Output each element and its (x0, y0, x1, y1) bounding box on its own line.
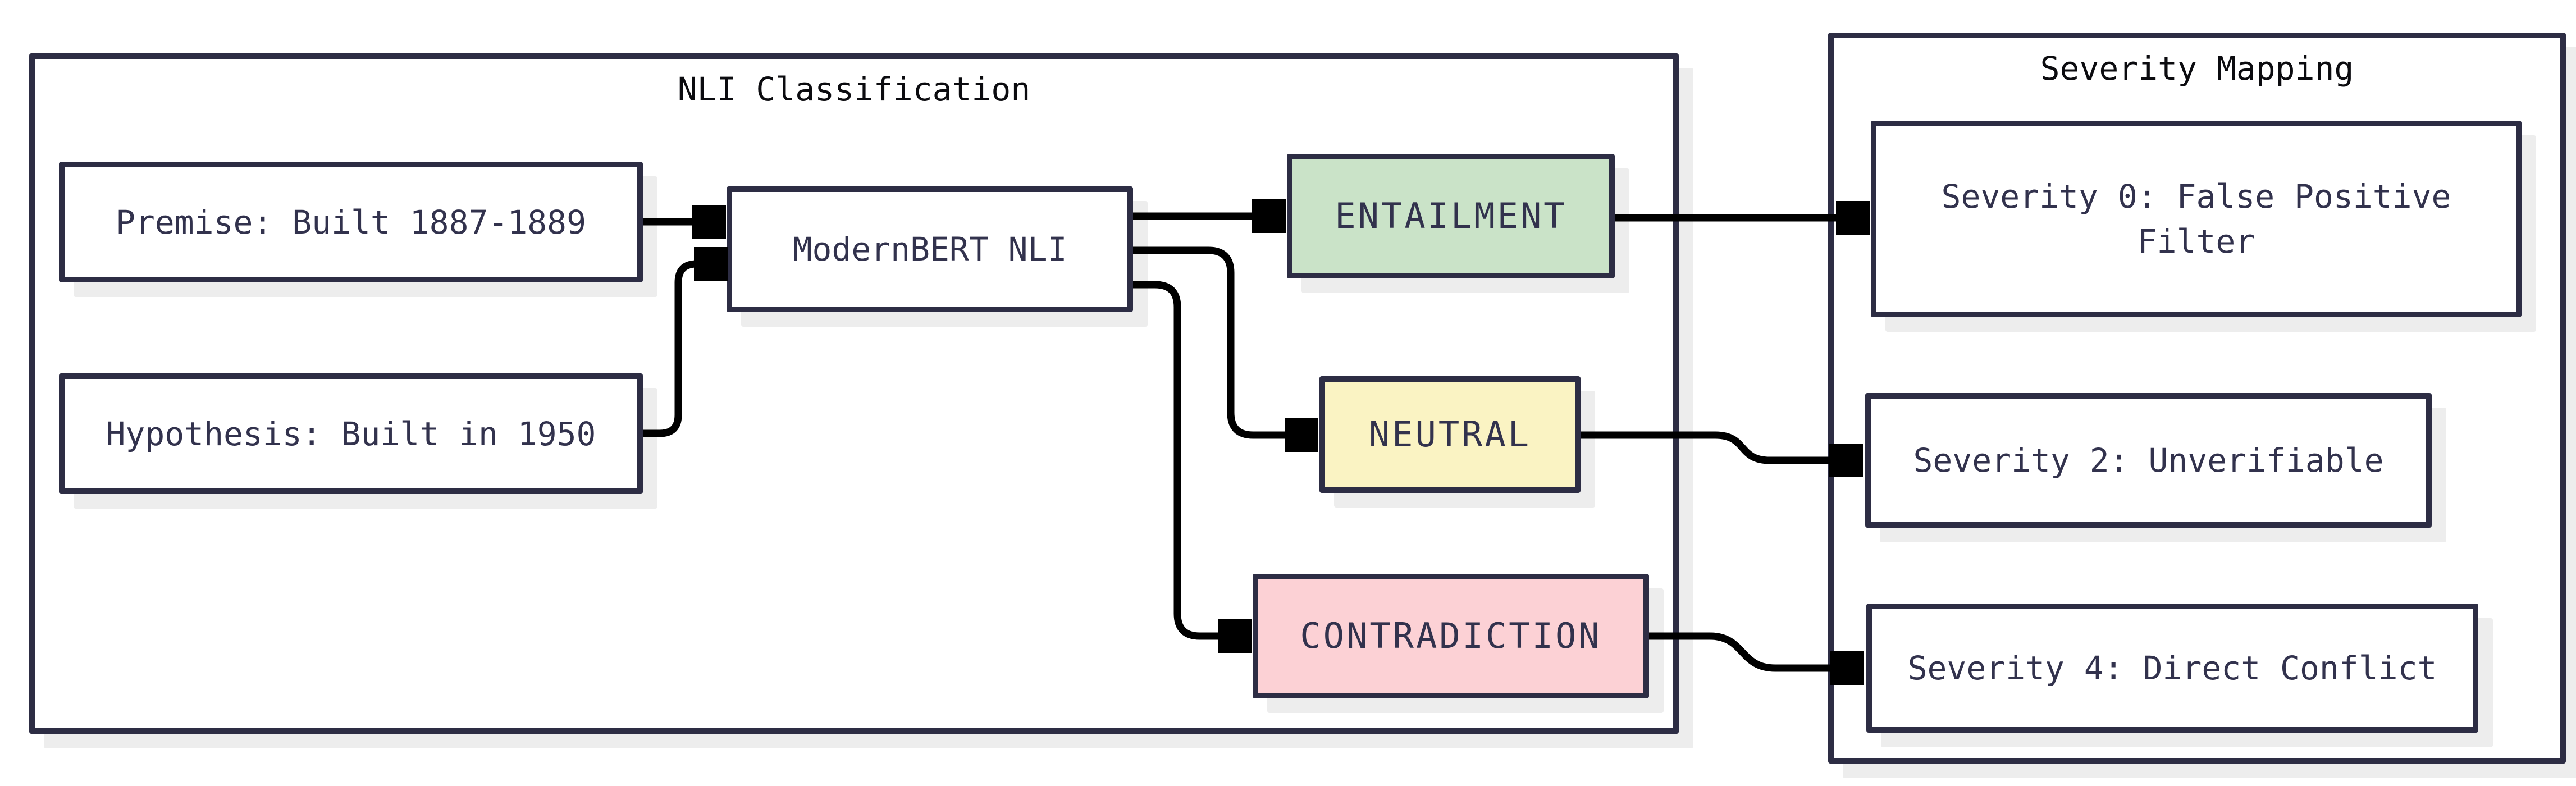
severity-group-title: Severity Mapping (2040, 49, 2354, 88)
severity-2-label: Severity 2: Unverifiable (1913, 441, 2384, 479)
node-entailment: ENTAILMENT (1287, 154, 1615, 278)
entailment-label: ENTAILMENT (1335, 195, 1567, 236)
contradiction-label: CONTRADICTION (1300, 615, 1602, 656)
neutral-label: NEUTRAL (1368, 414, 1532, 455)
severity-0-label: Severity 0: False Positive Filter (1941, 177, 2451, 261)
node-neutral: NEUTRAL (1319, 376, 1581, 493)
premise-label: Premise: Built 1887-1889 (115, 203, 587, 241)
nli-group-title: NLI Classification (677, 70, 1031, 108)
node-severity-0-false-positive-filter: Severity 0: False Positive Filter (1871, 121, 2522, 317)
node-contradiction: CONTRADICTION (1253, 574, 1649, 698)
node-severity-4-direct-conflict: Severity 4: Direct Conflict (1866, 604, 2478, 733)
node-severity-2-unverifiable: Severity 2: Unverifiable (1865, 393, 2432, 528)
node-premise: Premise: Built 1887-1889 (59, 162, 643, 282)
node-hypothesis: Hypothesis: Built in 1950 (59, 373, 643, 494)
node-modernbert-nli: ModernBERT NLI (727, 186, 1133, 312)
severity-4-label: Severity 4: Direct Conflict (1907, 649, 2437, 687)
modernbert-nli-label: ModernBERT NLI (792, 230, 1067, 268)
hypothesis-label: Hypothesis: Built in 1950 (106, 414, 596, 453)
